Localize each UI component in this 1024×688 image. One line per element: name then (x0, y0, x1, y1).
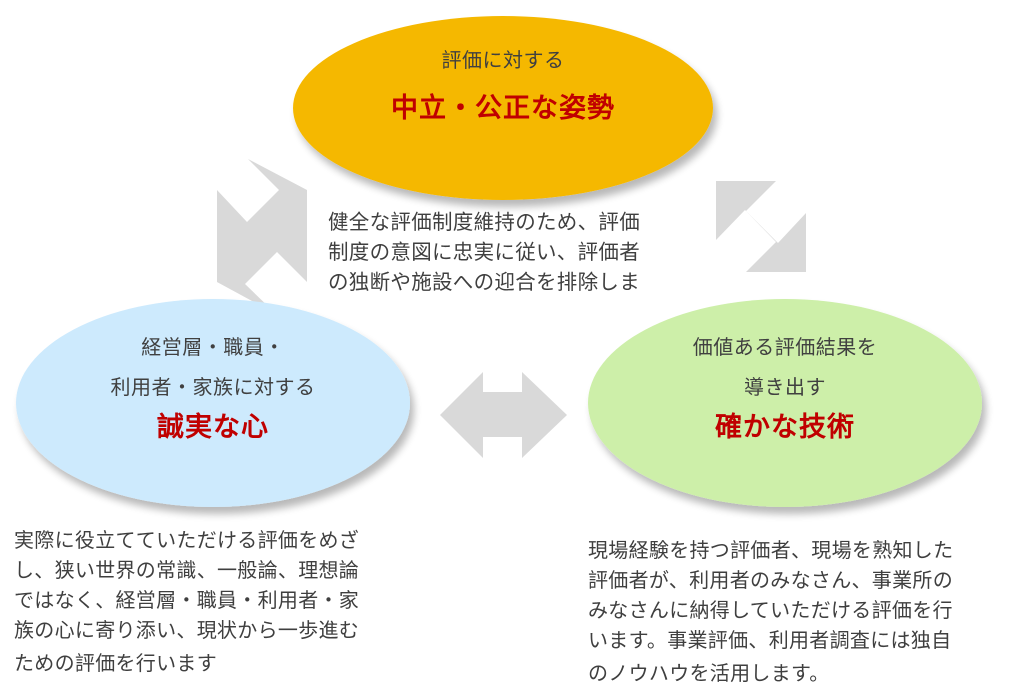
top-ellipse-subtitle: 評価に対する (441, 48, 565, 72)
right-ellipse-title: 確かな技術 (715, 412, 855, 443)
right-ellipse-subtitle-line: 価値ある評価結果を (692, 335, 878, 359)
bidirectional-arrow-top-right (716, 181, 806, 272)
left-ellipse-title: 誠実な心 (157, 412, 269, 443)
right-description-line: 現場経験を持つ評価者、現場を熟知した (588, 538, 954, 562)
ellipse-top-neutral-stance (293, 16, 713, 200)
right-description-line: みなさんに納得していただける評価を行 (588, 598, 953, 622)
right-description-line: 評価者が、利用者のみなさん、事業所の (588, 568, 953, 592)
left-description-line: ための評価を行います (14, 651, 217, 675)
top-description-line: の独断や施設への迎合を排除しま (328, 270, 640, 294)
ellipse-right-reliable-skill (588, 299, 982, 507)
bidirectional-arrow-top-left (217, 159, 307, 314)
left-ellipse-subtitle-line: 経営層・職員・ (141, 335, 285, 359)
top-ellipse-title: 中立・公正な姿勢 (391, 93, 615, 124)
left-ellipse-text: 経営層・職員・ 利用者・家族に対する 誠実な心 (40, 327, 386, 449)
bidirectional-arrow-left-right (440, 372, 567, 458)
top-description-line: 制度の意図に忠実に従い、評価者 (328, 240, 640, 264)
right-description-line: います。事業評価、利用者調査には独自 (588, 628, 952, 652)
left-description-line: し、狭い世界の常識、一般論、理想論 (14, 558, 360, 582)
right-ellipse-text: 価値ある評価結果を 導き出す 確かな技術 (612, 327, 958, 449)
top-description: 健全な評価制度維持のため、評価 制度の意図に忠実に従い、評価者 の独断や施設への… (328, 207, 640, 297)
right-ellipse-subtitle-line: 導き出す (744, 375, 826, 399)
left-description: 実際に役立てていただける評価をめざ し、狭い世界の常識、一般論、理想論 ではなく… (14, 525, 359, 678)
left-description-line: 実際に役立てていただける評価をめざ (14, 528, 360, 552)
top-ellipse-text: 評価に対する 中立・公正な姿勢 (303, 40, 703, 130)
ellipse-left-sincere-heart (16, 299, 410, 507)
left-ellipse-subtitle-line: 利用者・家族に対する (110, 375, 316, 399)
left-description-line: 族の心に寄り添い、現状から一歩進む (14, 618, 360, 642)
right-description: 現場経験を持つ評価者、現場を熟知した 評価者が、利用者のみなさん、事業所の みな… (588, 535, 953, 688)
left-description-line: ではなく、経営層・職員・利用者・家 (14, 588, 360, 612)
top-description-line: 健全な評価制度維持のため、評価 (328, 210, 640, 234)
right-description-line: のノウハウを活用します。 (588, 661, 830, 685)
